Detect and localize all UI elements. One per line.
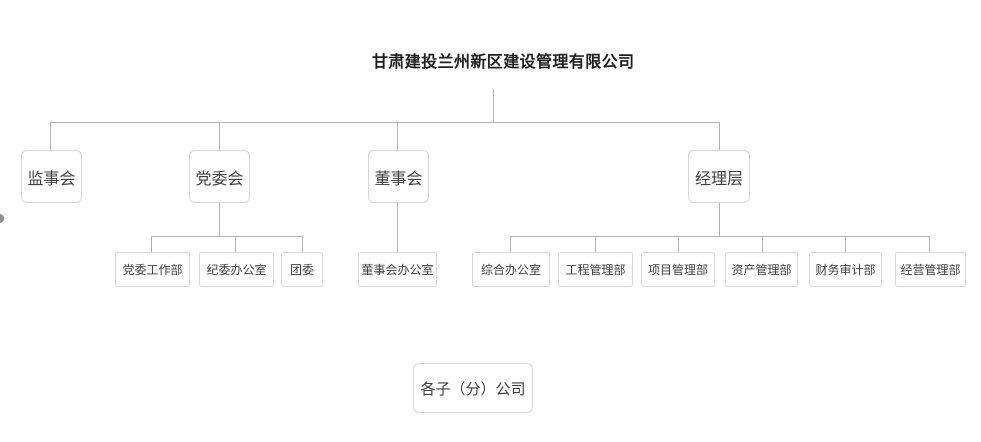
org-node-party-committee: 党委会: [189, 150, 250, 203]
org-node-label: 综合办公室: [480, 263, 541, 277]
connector-drop-engineering-dept: [595, 236, 596, 252]
org-node-discipline-office: 纪委办公室: [199, 252, 274, 287]
org-node-party-work-dept: 党委工作部: [115, 252, 190, 287]
connector-drop-general-office: [510, 236, 511, 252]
org-node-asset-dept: 资产管理部: [725, 252, 798, 287]
org-node-label: 经营管理部: [900, 263, 961, 277]
org-node-board-office: 董事会办公室: [358, 252, 437, 287]
org-node-management-level: 经理层: [688, 150, 750, 203]
connector-drop-operation-dept: [929, 236, 930, 252]
connector-drop-board-of-directors: [397, 122, 398, 150]
org-node-board-of-directors: 董事会: [368, 150, 429, 203]
org-node-subsidiaries: 各子（分）公司: [413, 363, 533, 413]
company-title: 甘肃建投兰州新区建设管理有限公司: [372, 54, 635, 71]
connector-drop-youth-league: [302, 236, 303, 252]
org-node-label: 工程管理部: [565, 263, 626, 277]
connector-board-stem: [397, 203, 398, 252]
org-node-label: 经理层: [694, 170, 743, 188]
connector-drop-party-work-dept: [151, 236, 152, 252]
connector-drop-supervisory-board: [50, 122, 51, 150]
connector-drop-discipline-office: [235, 236, 236, 252]
org-node-label: 资产管理部: [731, 263, 792, 277]
org-node-label: 党委会: [195, 170, 244, 188]
org-node-operation-dept: 经营管理部: [895, 252, 966, 287]
org-node-finance-audit-dept: 财务审计部: [809, 252, 882, 287]
edge-artifact-dot: [0, 214, 4, 223]
org-node-engineering-dept: 工程管理部: [558, 252, 633, 287]
org-node-label: 监事会: [27, 170, 76, 188]
connector-party-horizontal: [151, 236, 303, 237]
org-node-label: 纪委办公室: [206, 263, 267, 277]
org-node-label: 财务审计部: [815, 263, 876, 277]
connector-management-horizontal: [510, 236, 930, 237]
connector-drop-finance-audit-dept: [845, 236, 846, 252]
connector-drop-project-dept: [678, 236, 679, 252]
org-node-label: 各子（分）公司: [420, 380, 526, 398]
org-node-label: 项目管理部: [647, 263, 708, 277]
connector-drop-party-committee: [219, 122, 220, 150]
org-node-general-office: 综合办公室: [472, 252, 550, 287]
connector-party-stem: [219, 203, 220, 236]
org-node-label: 团委: [289, 263, 314, 277]
connector-management-stem: [719, 203, 720, 236]
connector-level1-horizontal: [50, 122, 720, 123]
connector-drop-asset-dept: [762, 236, 763, 252]
connector-drop-management-level: [719, 122, 720, 150]
org-node-supervisory-board: 监事会: [21, 150, 82, 203]
org-node-label: 党委工作部: [122, 263, 183, 277]
connector-root-drop: [493, 89, 494, 122]
org-node-youth-league: 团委: [281, 252, 323, 287]
org-node-label: 董事会: [374, 170, 423, 188]
org-node-project-dept: 项目管理部: [641, 252, 715, 287]
org-node-label: 董事会办公室: [361, 263, 434, 277]
